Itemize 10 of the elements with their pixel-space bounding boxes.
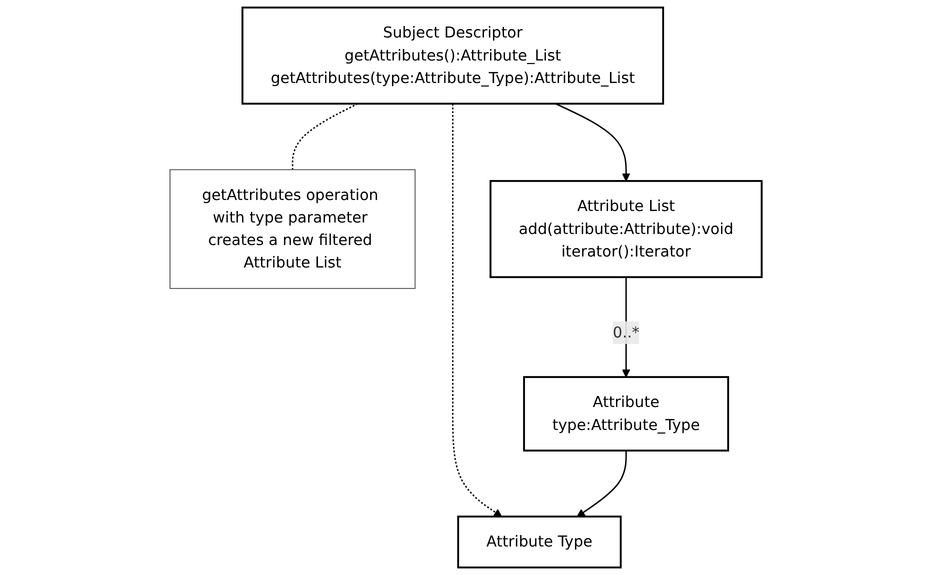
- arrow: [452, 104, 502, 517]
- arrow: [554, 103, 630, 182]
- connector: [292, 103, 358, 170]
- node-box: Attribute List add(attribute:Attribute):void iterator():Iterator: [489, 180, 762, 278]
- edge-label: 0..*: [612, 323, 640, 342]
- arrow: [576, 450, 626, 517]
- node-box: Attribute Type: [456, 516, 622, 568]
- node-box: Attribute type:Attribute_Type: [522, 376, 729, 452]
- node-box: getAttributes operation with type parameter creates a new filtered Attribute List: [169, 169, 416, 289]
- node-box: Subject Descriptor getAttributes():Attribute_List getAttributes(type:Attribute_Type):Attribute_List: [241, 6, 664, 105]
